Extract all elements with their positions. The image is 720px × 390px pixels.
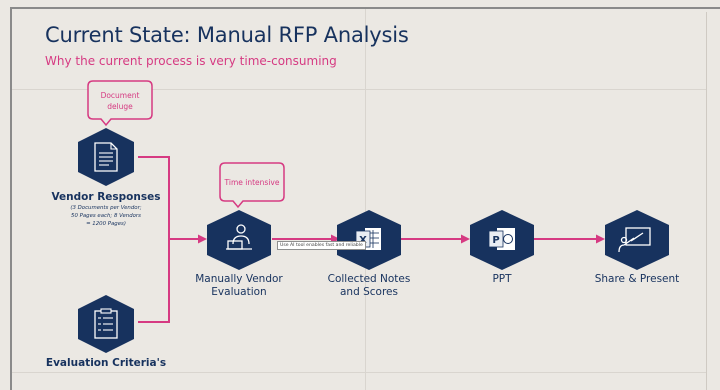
callout-time-intensive-text: Time intensive: [224, 178, 280, 187]
callout-document-deluge: Document deluge: [87, 80, 153, 127]
ai-tool-tooltip: Use AI tool enables fast and reliable: [277, 241, 366, 250]
svg-text:X: X: [359, 235, 367, 246]
vendor-responses-detail-line3: = 1200 Pages): [86, 221, 126, 227]
powerpoint-icon: P: [488, 228, 515, 250]
collected-notes-label-line2: and Scores: [340, 286, 398, 298]
connectors: [138, 156, 598, 323]
manual-evaluation-label-line2: Evaluation: [211, 286, 267, 298]
frame-left-border: [10, 7, 12, 390]
node-manual-evaluation: [207, 210, 271, 270]
vendor-responses-detail: (3 Documents per Vendor; 50 Pages each; …: [56, 204, 156, 228]
manual-evaluation-label: Manually Vendor Evaluation: [184, 273, 294, 299]
share-present-label: Share & Present: [594, 273, 680, 285]
collected-notes-label: Collected Notes and Scores: [314, 273, 424, 299]
node-collected-notes: X: [337, 210, 401, 270]
node-evaluation-criteria: [78, 295, 134, 353]
merge-connector: [138, 156, 170, 323]
manual-evaluation-label-line1: Manually Vendor: [195, 273, 283, 285]
callout-document-deluge-line1: Document: [101, 91, 140, 100]
vendor-responses-detail-line2: 50 Pages each; 8 Vendors: [71, 213, 141, 219]
checklist-icon: [94, 308, 118, 339]
excel-icon: X: [355, 228, 381, 250]
slide-subtitle: Why the current process is very time-con…: [45, 54, 337, 68]
node-ppt: P: [470, 210, 534, 270]
slide-title: Current State: Manual RFP Analysis: [45, 23, 409, 47]
vendor-responses-label: Vendor Responses: [51, 191, 161, 203]
node-vendor-responses: [78, 128, 134, 186]
presentation-icon: [618, 227, 651, 253]
node-share-present: [605, 210, 669, 270]
guide-line: [12, 372, 706, 373]
collected-notes-label-line1: Collected Notes: [327, 273, 411, 285]
evaluation-criteria-label: Evaluation Criteria's: [45, 357, 167, 369]
ppt-label: PPT: [492, 273, 512, 285]
vendor-responses-detail-line1: (3 Documents per Vendor;: [70, 205, 142, 211]
guide-line: [365, 9, 366, 390]
svg-text:P: P: [492, 235, 499, 246]
frame-top-border: [10, 7, 720, 9]
document-icon: [94, 142, 118, 172]
callout-document-deluge-line2: deluge: [107, 102, 133, 111]
callout-time-intensive: Time intensive: [219, 162, 285, 209]
frame-right-border: [706, 12, 707, 390]
guide-line: [12, 89, 706, 90]
person-at-desk-icon: [226, 224, 252, 250]
